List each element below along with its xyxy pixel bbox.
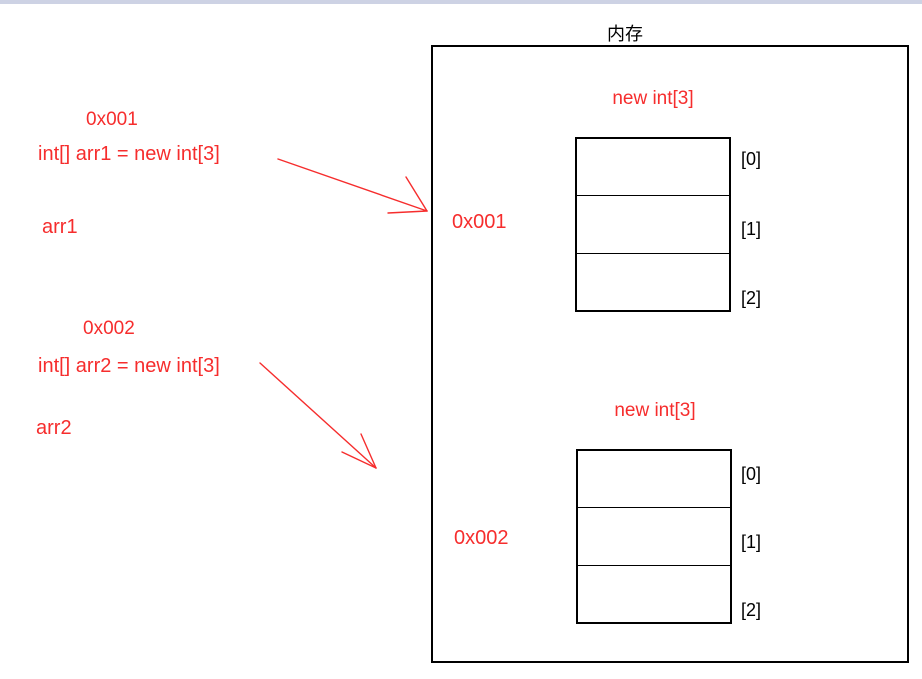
arr1-declaration-text: int[] arr1 = new int[3] [38,143,220,165]
array1-index-2-label: [2] [741,288,762,308]
array-cell [578,451,730,509]
array-cell [577,196,729,254]
array2-address-label: 0x002 [454,527,509,549]
array1-index-0-label: [0] [741,149,762,169]
array-cell [578,508,730,566]
arr1-address-annotation: 0x001 [86,109,138,130]
array1-address-label: 0x001 [452,211,507,233]
array2-index-2-label: [2] [741,600,762,620]
array2-index-1-label: [1] [741,532,762,552]
heap-array1 [575,137,731,312]
array-cell [577,254,729,310]
arr2-address-annotation: 0x002 [83,318,135,339]
memory-box-title: 内存 [607,24,643,44]
arr1-variable-label: arr1 [42,216,78,238]
heap-array1-creation-label: new int[3] [612,88,694,109]
arr2-declaration-text: int[] arr2 = new int[3] [38,355,220,377]
arr1-reference-arrow-icon [277,158,428,214]
window-edge-strip [0,0,922,4]
arr2-reference-arrow-icon [259,362,377,469]
arr2-variable-label: arr2 [36,417,72,439]
array-cell [577,139,729,197]
array1-index-1-label: [1] [741,219,762,239]
array-cell [578,566,730,622]
heap-array2 [576,449,732,624]
heap-array2-creation-label: new int[3] [614,400,696,421]
array2-index-0-label: [0] [741,464,762,484]
